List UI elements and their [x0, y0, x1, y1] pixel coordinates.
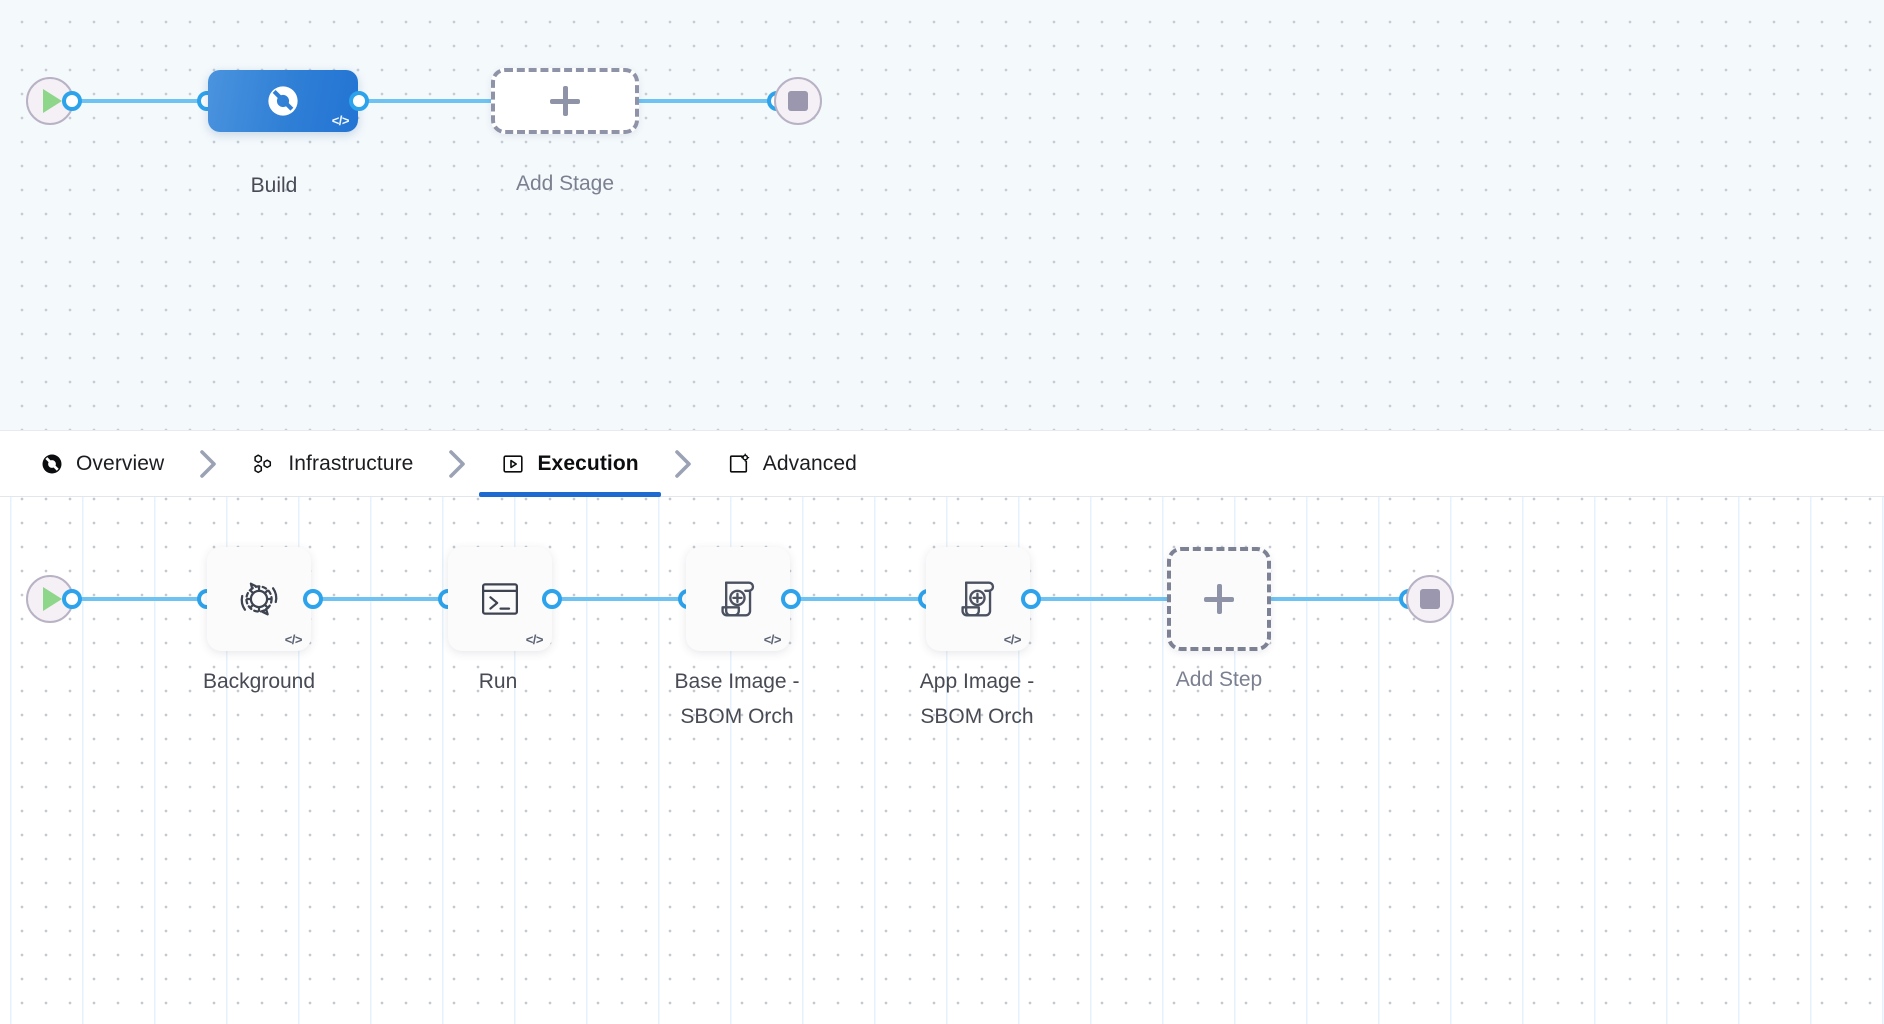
step-wire-baseimage-appimage: [785, 597, 935, 601]
chevron-right-icon: [200, 449, 217, 478]
step-node-app-image-sbom-orch[interactable]: </>: [926, 547, 1030, 651]
code-badge: </>: [1003, 632, 1022, 647]
execution-flow: </> Background </> Run: [0, 497, 1884, 1024]
execution-play-box-icon: [503, 454, 524, 473]
tab-separator-1: [186, 449, 230, 479]
harness-stage-icon: [268, 86, 298, 116]
execution-end-node[interactable]: [1406, 575, 1454, 623]
play-icon: [43, 89, 62, 113]
step-port-baseimage-out[interactable]: [781, 589, 801, 609]
tab-infrastructure[interactable]: Infrastructure: [230, 430, 435, 497]
execution-graph-canvas[interactable]: </> Background </> Run: [0, 497, 1884, 1024]
play-icon: [43, 587, 62, 611]
scroll-plus-icon: [721, 581, 755, 617]
step-label-run: Run: [478, 670, 518, 693]
step-wire-background-run: [305, 597, 455, 601]
tab-advanced-label: Advanced: [762, 451, 857, 475]
step-port-background-out[interactable]: [303, 589, 323, 609]
add-step-label: Add Step: [1175, 668, 1263, 691]
stop-icon: [788, 91, 808, 111]
tab-execution-label: Execution: [537, 451, 639, 475]
tab-execution[interactable]: Execution: [479, 430, 661, 497]
code-badge: </>: [763, 632, 782, 647]
pipeline-end-node[interactable]: [774, 77, 822, 125]
code-badge: </>: [331, 113, 350, 128]
chevron-right-icon: [674, 449, 691, 478]
stage-label-build: Build: [250, 174, 298, 197]
scroll-plus-icon: [961, 581, 995, 617]
tab-infrastructure-label: Infrastructure: [288, 451, 414, 475]
chevron-right-icon: [449, 449, 466, 478]
tab-advanced[interactable]: Advanced: [705, 430, 879, 497]
step-port-run-out[interactable]: [542, 589, 562, 609]
tab-separator-3: [661, 449, 705, 479]
step-wire-addstep-end: [1270, 597, 1420, 601]
tab-overview[interactable]: Overview: [18, 430, 186, 497]
plus-icon: [1204, 584, 1234, 614]
stage-config-tabbar: Overview Infrastructure: [0, 430, 1884, 497]
plus-icon: [550, 86, 580, 116]
step-port-appimage-out[interactable]: [1021, 589, 1041, 609]
stage-port-start-out[interactable]: [62, 91, 82, 111]
add-stage-label: Add Stage: [515, 172, 615, 195]
stage-node-build[interactable]: </>: [208, 70, 358, 132]
add-step-node[interactable]: [1167, 547, 1271, 651]
step-wire-run-baseimage: [545, 597, 695, 601]
step-label-app-image-sbom-orch: App Image - SBOM Orch: [919, 670, 1035, 728]
infrastructure-hex-icon: [254, 453, 272, 473]
stage-port-build-out[interactable]: [349, 91, 369, 111]
stage-wire-addstage-end: [630, 99, 805, 103]
step-label-base-image-sbom-orch: Base Image - SBOM Orch: [674, 670, 800, 728]
stage-flow: </> Build Add Stage: [0, 0, 1884, 430]
step-port-start-out[interactable]: [62, 589, 82, 609]
gear-refresh-icon: [240, 582, 278, 616]
stop-icon: [1420, 589, 1440, 609]
step-node-base-image-sbom-orch[interactable]: </>: [686, 547, 790, 651]
tab-separator-2: [435, 449, 479, 479]
step-wire-appimage-addstep: [1024, 597, 1174, 601]
step-label-background: Background: [202, 670, 316, 693]
step-node-run[interactable]: </>: [448, 547, 552, 651]
step-wire-start-background: [60, 597, 215, 601]
stage-graph-canvas[interactable]: </> Build Add Stage: [0, 0, 1884, 430]
code-badge: </>: [284, 632, 303, 647]
add-stage-node[interactable]: [491, 68, 639, 134]
code-badge: </>: [525, 632, 544, 647]
terminal-icon: [482, 583, 518, 615]
step-node-background[interactable]: </>: [207, 547, 311, 651]
advanced-gear-box-icon: [729, 453, 749, 473]
overview-icon: [42, 454, 62, 473]
tab-overview-label: Overview: [76, 451, 165, 475]
